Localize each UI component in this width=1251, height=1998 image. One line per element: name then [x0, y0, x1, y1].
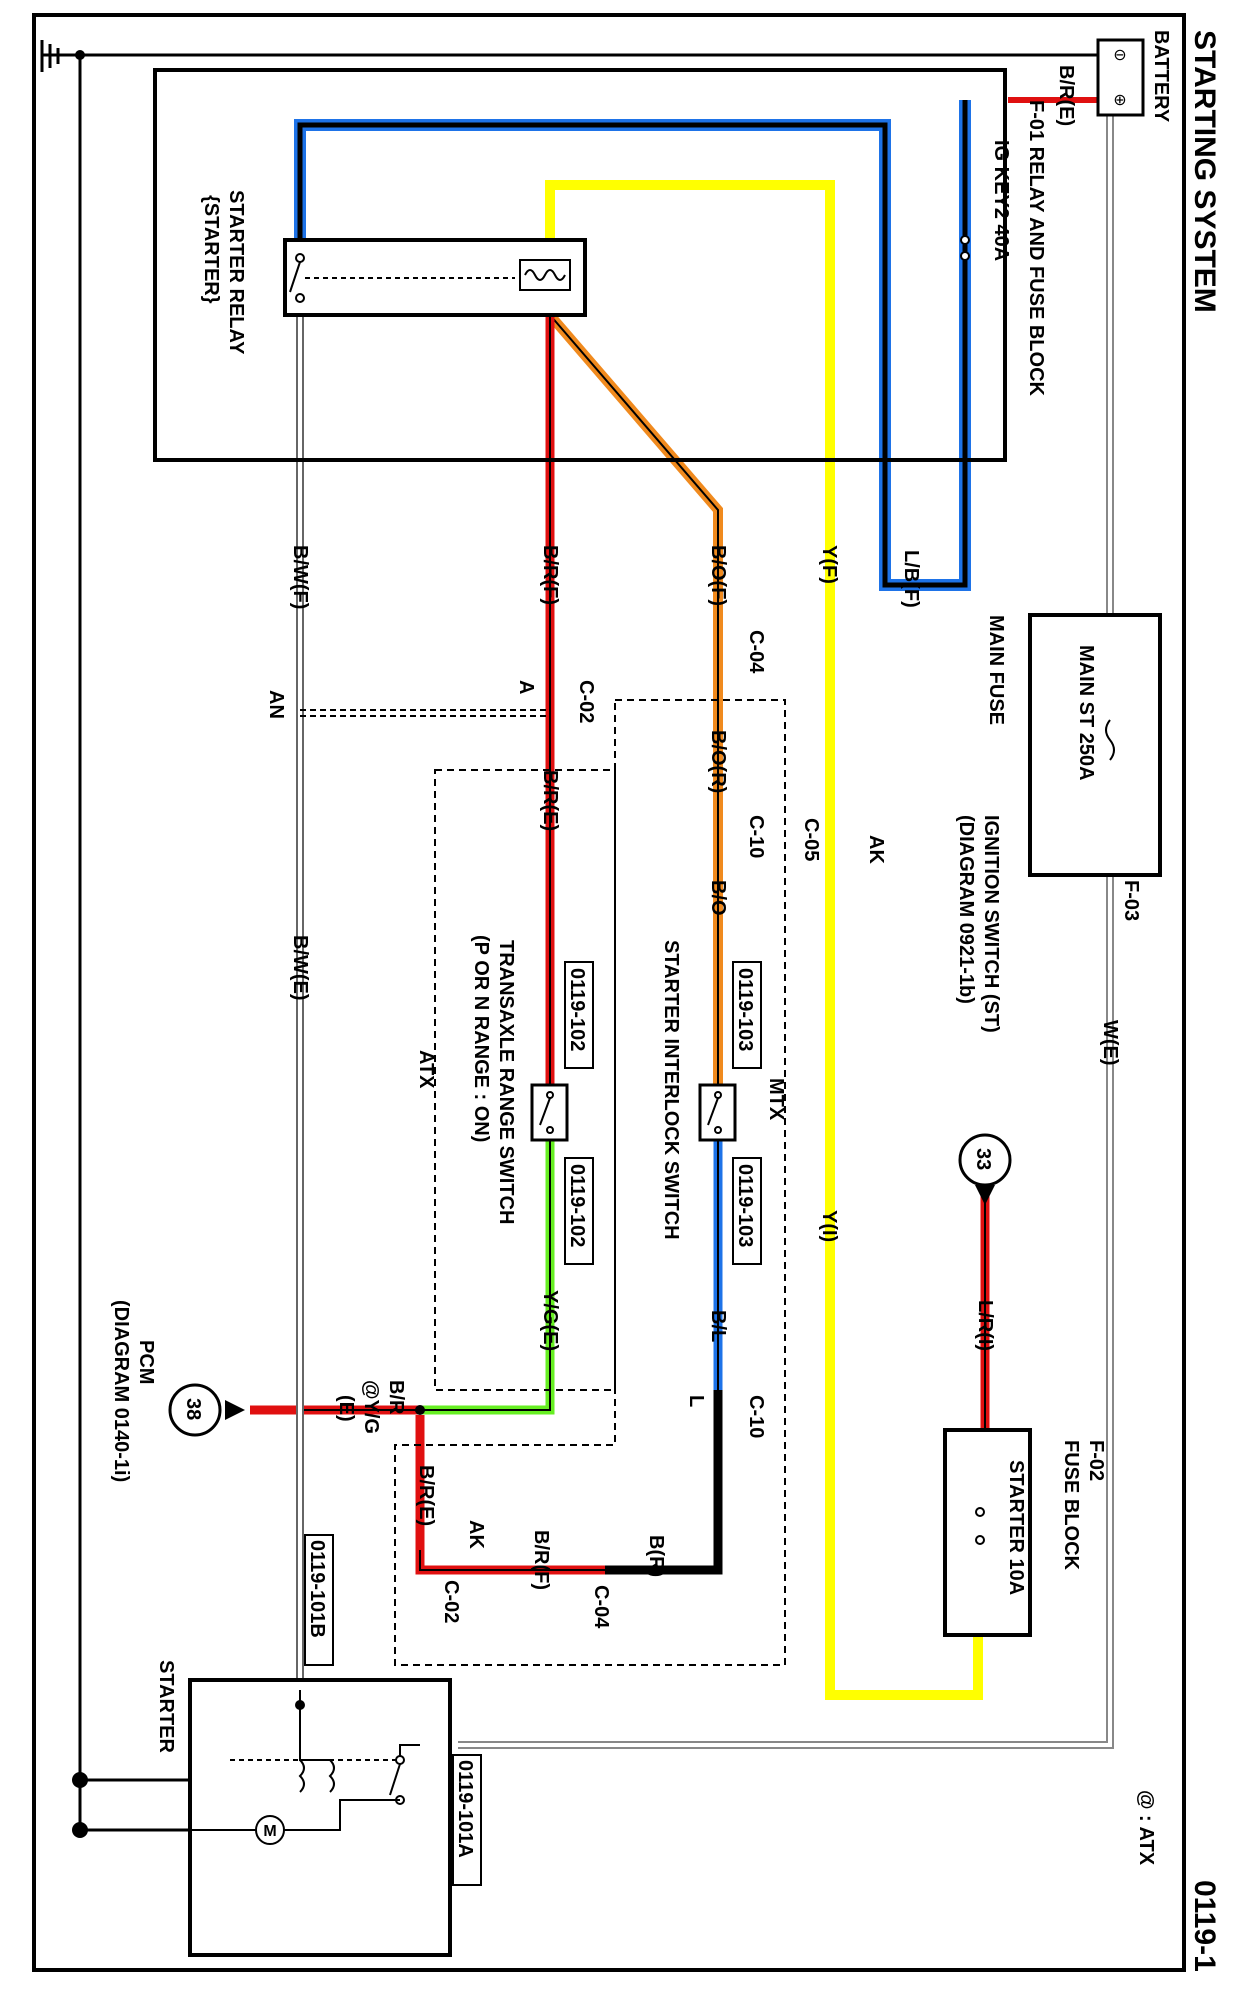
f02-fuseblock-label: FUSE BLOCK — [1060, 1440, 1082, 1571]
wire-label-br-yg-2: @Y/G — [360, 1380, 382, 1434]
wire-label-b-r: B(R) — [645, 1535, 667, 1577]
pcm-sub: (DIAGRAM 0140-1i) — [110, 1300, 132, 1482]
main-fuse-label: MAIN FUSE — [985, 615, 1007, 725]
starter-relay-label: STARTER RELAY — [225, 190, 247, 355]
wire-label-bw-f: B/W(F) — [289, 545, 311, 609]
wire-lb-f — [294, 100, 971, 591]
wire-bo — [546, 311, 723, 1085]
conn-0119-101b: 0119-101B — [306, 1540, 328, 1638]
conn-ak: AK — [865, 835, 887, 864]
transaxle-switch-icon — [539, 1091, 554, 1134]
wire-y — [545, 180, 983, 1700]
wire-br-bottom — [415, 1415, 605, 1575]
ignition-sub: (DIAGRAM 0921-1b) — [955, 815, 977, 1004]
conn-ak2: AK — [465, 1520, 487, 1549]
fuse-ig-key2 — [960, 225, 970, 265]
conn-c04: C-04 — [745, 630, 767, 674]
conn-interlock-2: 0119-103 — [734, 1164, 756, 1247]
ref-33-icon — [958, 1133, 1012, 1205]
atx-box — [434, 769, 616, 1391]
ref-38-icon — [168, 1383, 245, 1437]
conn-c02b: C-02 — [440, 1580, 462, 1623]
wire-label-br-e-top: B/R(E) — [1055, 65, 1077, 126]
battery-icon: ⊖ ⊕ — [1096, 38, 1145, 117]
ignition-label: IGNITION SWITCH (ST) — [980, 815, 1002, 1033]
battery-label: BATTERY — [1150, 30, 1172, 123]
wire-label-br-f2: B/R(F) — [530, 1530, 552, 1590]
pcm-label: PCM — [135, 1340, 157, 1384]
wire-label-w-e: W(E) — [1099, 1020, 1121, 1066]
junction-dot — [415, 1405, 425, 1415]
relay-switch-icon — [289, 253, 515, 303]
conn-c10: C-10 — [745, 815, 767, 858]
wire-label-br-f: B/R(F) — [539, 545, 561, 605]
main-fuse-rating: MAIN ST 250A — [1075, 645, 1097, 781]
conn-a: A — [515, 680, 537, 694]
transaxle-label: TRANSAXLE RANGE SWITCH — [495, 940, 517, 1224]
conn-c05: C-05 — [800, 818, 822, 861]
conn-transaxle-1: 0119-102 — [566, 968, 588, 1051]
starter-relay-sub: {STARTER} — [200, 195, 222, 304]
starter-fuse-label: STARTER 10A — [1005, 1460, 1027, 1595]
atx-label: ATX — [415, 1050, 437, 1089]
f02-box — [943, 1428, 1032, 1637]
interlock-label: STARTER INTERLOCK SWITCH — [660, 940, 682, 1240]
wire-label-br-yg-3: (E) — [335, 1395, 357, 1422]
wire-label-br-e: B/R(E) — [539, 770, 561, 831]
starter-label: STARTER — [155, 1660, 177, 1754]
wire-label-lb-f: L/B(F) — [900, 550, 922, 608]
svg-text:⊖: ⊖ — [1113, 47, 1126, 64]
atx-note: @ : ATX — [1135, 1790, 1157, 1866]
wire-label-bo: B/O — [707, 880, 729, 916]
mtx-box — [394, 699, 786, 1666]
transaxle-sub: (P OR N RANGE : ON) — [470, 935, 492, 1142]
svg-text:⊕: ⊕ — [1113, 92, 1126, 109]
f02-label: F-02 — [1085, 1440, 1107, 1481]
wire-label-lr-i: L/R(I) — [974, 1300, 996, 1351]
page-title: STARTING SYSTEM — [1188, 30, 1221, 313]
conn-transaxle-2: 0119-102 — [566, 1164, 588, 1247]
starter-internal-icon — [190, 1690, 420, 1845]
ig-key2-label: IG KEY2 40A — [990, 140, 1012, 261]
main-fuse-icon — [1105, 719, 1115, 761]
ref-38-label: 38 — [182, 1398, 204, 1420]
conn-interlock-1: 0119-103 — [734, 968, 756, 1051]
f01-block — [153, 68, 1007, 462]
page-border — [32, 13, 1186, 1972]
relay-coil-icon — [519, 259, 571, 291]
wire-yg — [420, 1140, 555, 1415]
mtx-label: MTX — [765, 1078, 787, 1121]
interlock-switch-icon — [707, 1091, 722, 1134]
starter-fuse-icon — [975, 1507, 985, 1545]
wire-label-bo-f: B/O(F) — [707, 545, 729, 606]
main-fuse-box — [1028, 613, 1162, 877]
wire-label-br-yg-1: B/R — [385, 1380, 407, 1415]
conn-f03: F-03 — [1120, 880, 1142, 921]
wire-label-yg-e: Y/G(E) — [539, 1290, 561, 1351]
starter-box — [188, 1678, 452, 1957]
ref-33-label: 33 — [972, 1148, 994, 1170]
motor-label: M — [263, 1823, 276, 1840]
conn-an: AN — [265, 690, 287, 719]
page-id: 0119-1 — [1188, 1880, 1221, 1972]
wire-label-y-i: Y(I) — [818, 1210, 840, 1242]
f01-label: F-01 RELAY AND FUSE BLOCK — [1025, 100, 1047, 397]
conn-c10b: C-10 — [745, 1395, 767, 1438]
conn-l: L — [685, 1395, 707, 1407]
wire-label-bw-e: B/W(E) — [289, 935, 311, 1001]
wire-label-bl: B/L — [707, 1310, 729, 1342]
wire-black — [605, 1390, 723, 1575]
conn-c04b: C-04 — [590, 1585, 612, 1629]
conn-c02: C-02 — [575, 680, 597, 723]
wire-label-bo-r: B/O(R) — [707, 730, 729, 793]
conn-0119-101a: 0119-101A — [454, 1760, 476, 1858]
ground-line — [40, 40, 1100, 1838]
wire-label-br-e2: B/R(E) — [415, 1465, 437, 1526]
wire-label-y-f: Y(F) — [818, 545, 840, 584]
